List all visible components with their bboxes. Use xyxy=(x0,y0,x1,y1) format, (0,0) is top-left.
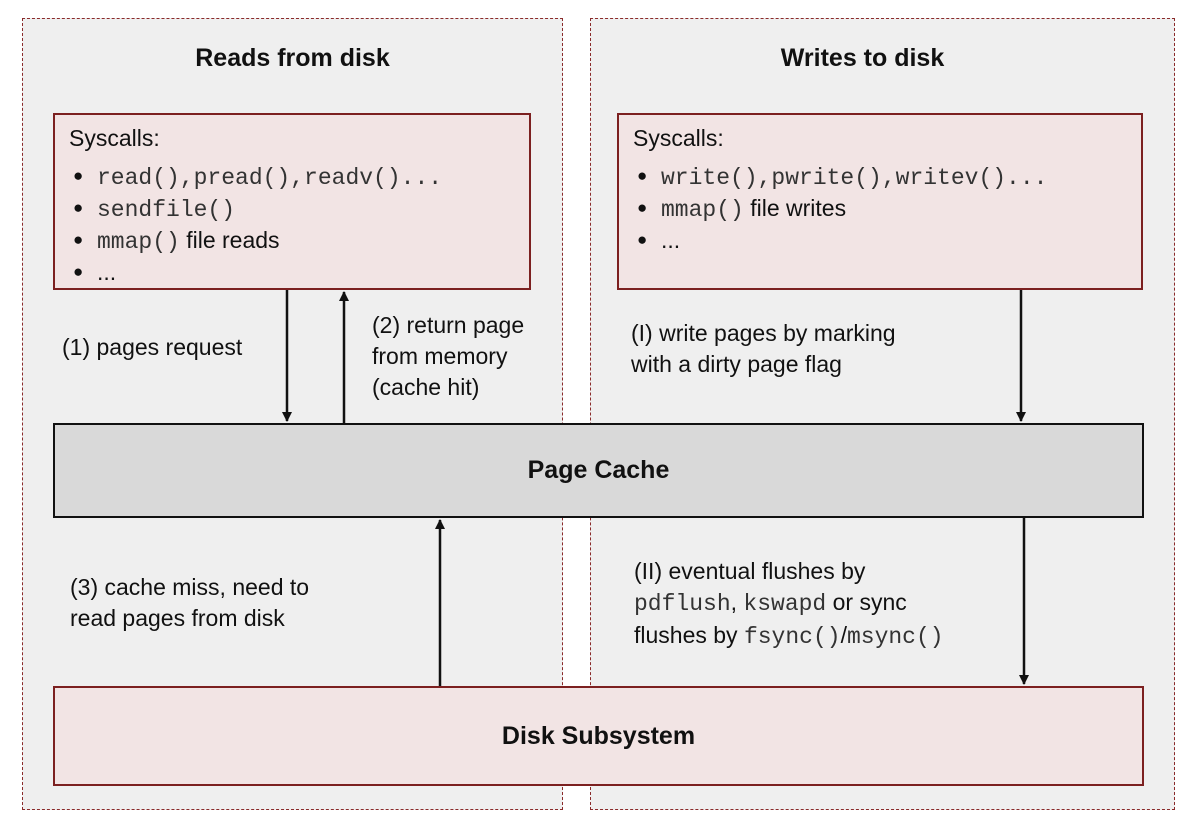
flush-code: fsync() xyxy=(743,624,841,650)
bullet-icon: ● xyxy=(73,262,84,281)
writes-heading: Writes to disk xyxy=(780,44,945,72)
disk-subsystem-box: Disk Subsystem xyxy=(53,686,1144,786)
bullet-icon: ● xyxy=(637,166,648,185)
syscall-text: file reads xyxy=(179,227,280,253)
reads-syscalls-box: Syscalls: ● read(),pread(),readv()... ● se… xyxy=(53,113,531,290)
list-item: ● write(),pwrite(),writev()... xyxy=(633,160,1047,192)
pages-request-label: (1) pages request xyxy=(62,334,243,360)
return-page-line: (2) return page xyxy=(372,312,525,338)
reads-heading: Reads from disk xyxy=(195,44,390,72)
syscall-text: ... xyxy=(97,259,117,285)
flush-sep: , xyxy=(730,589,744,615)
bullet-icon: ● xyxy=(73,166,84,185)
bullet-icon: ● xyxy=(73,198,84,217)
list-item: ● mmap() file reads xyxy=(69,224,442,256)
flush-sep: / xyxy=(840,622,847,648)
return-page-label: (2) return page from memory (cache hit) xyxy=(372,310,524,403)
list-item: ● sendfile() xyxy=(69,192,442,224)
cache-miss-line: read pages from disk xyxy=(70,605,285,631)
disk-subsystem-label: Disk Subsystem xyxy=(501,721,696,750)
flushes-label: (II) eventual flushes by pdflush, kswapd… xyxy=(634,556,944,653)
cache-miss-line: (3) cache miss, need to xyxy=(70,574,310,600)
syscall-code: mmap() xyxy=(661,197,744,223)
cache-miss-label: (3) cache miss, need to read pages from … xyxy=(70,572,309,634)
syscall-text: file writes xyxy=(743,195,847,221)
syscall-code: read(),pread(),readv()... xyxy=(97,165,443,191)
bullet-icon: ● xyxy=(637,230,648,249)
flush-code: msync() xyxy=(846,624,944,650)
list-item: ●... xyxy=(69,256,442,288)
write-pages-line: with a dirty page flag xyxy=(631,351,842,377)
page-cache-label: Page Cache xyxy=(527,456,670,484)
flush-text: flushes by xyxy=(634,622,744,648)
list-item: ● read(),pread(),readv()... xyxy=(69,160,442,192)
list-item: ●... xyxy=(633,224,1047,256)
reads-syscalls-list: ● read(),pread(),readv()... ● sendfile() ●… xyxy=(69,160,442,288)
reads-syscalls-title: Syscalls: xyxy=(69,125,160,151)
return-page-line: from memory xyxy=(372,343,508,369)
flush-text: or sync xyxy=(826,589,907,615)
syscall-code: write(),pwrite(),writev()... xyxy=(661,165,1048,191)
flush-code: kswapd xyxy=(743,591,827,617)
flush-code: pdflush xyxy=(634,591,731,617)
page-cache-box: Page Cache xyxy=(53,423,1144,518)
write-pages-label: (I) write pages by marking with a dirty … xyxy=(631,318,896,380)
flushes-line: flushes by fsync()/msync() xyxy=(634,620,944,653)
syscall-code: sendfile() xyxy=(97,197,236,223)
writes-syscalls-title: Syscalls: xyxy=(633,125,724,151)
syscall-code: mmap() xyxy=(97,229,180,255)
bullet-icon: ● xyxy=(73,230,84,249)
syscall-text: ... xyxy=(661,227,681,253)
flushes-line: pdflush, kswapd or sync xyxy=(634,587,944,620)
return-page-line: (cache hit) xyxy=(372,374,480,400)
list-item: ● mmap() file writes xyxy=(633,192,1047,224)
writes-syscalls-list: ● write(),pwrite(),writev()... ● mmap() fi… xyxy=(633,160,1047,256)
writes-syscalls-box: Syscalls: ● write(),pwrite(),writev()... … xyxy=(617,113,1143,290)
bullet-icon: ● xyxy=(637,198,648,217)
write-pages-line: (I) write pages by marking xyxy=(631,320,896,346)
flushes-line: (II) eventual flushes by xyxy=(634,558,866,584)
